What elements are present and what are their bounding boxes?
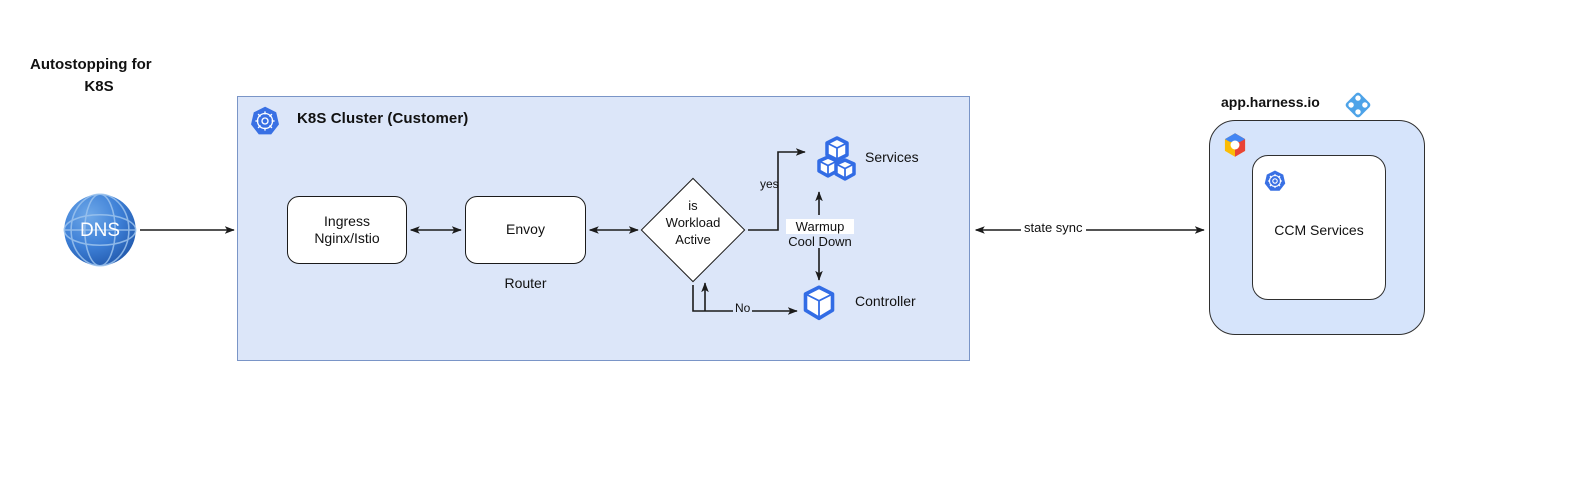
services-label: Services bbox=[865, 149, 919, 165]
services-pods-icon bbox=[808, 135, 864, 191]
page-title-line2: K8S bbox=[84, 77, 114, 95]
edge-label-cooldown: Cool Down bbox=[788, 234, 852, 249]
edge-label-warmup: Warmup bbox=[786, 219, 854, 234]
controller-label: Controller bbox=[855, 293, 916, 309]
dns-globe-icon: DNS bbox=[62, 192, 138, 268]
page-title: Autostopping for K8S bbox=[30, 32, 270, 119]
router-caption: Router bbox=[504, 275, 547, 291]
kubernetes-icon bbox=[1264, 170, 1286, 192]
gcp-logo-icon bbox=[1221, 131, 1249, 159]
ccm-services-label: CCM Services bbox=[1274, 222, 1364, 238]
page-title-line1: Autostopping for bbox=[30, 55, 152, 73]
edge-label-yes: yes bbox=[760, 177, 779, 191]
harness-logo-icon bbox=[1343, 90, 1373, 120]
controller-pod-icon bbox=[801, 285, 837, 321]
harness-domain-label: app.harness.io bbox=[1221, 94, 1320, 110]
ingress-node[interactable]: Ingress Nginx/Istio bbox=[287, 196, 407, 264]
svg-text:DNS: DNS bbox=[80, 220, 120, 241]
edge-label-no: No bbox=[733, 301, 753, 315]
kubernetes-icon bbox=[250, 106, 280, 136]
envoy-node[interactable]: Envoy bbox=[465, 196, 586, 264]
decision-label: is Workload Active bbox=[665, 198, 721, 248]
cluster-title: K8S Cluster (Customer) bbox=[297, 110, 469, 127]
edge-label-state-sync: state sync bbox=[1021, 220, 1086, 235]
